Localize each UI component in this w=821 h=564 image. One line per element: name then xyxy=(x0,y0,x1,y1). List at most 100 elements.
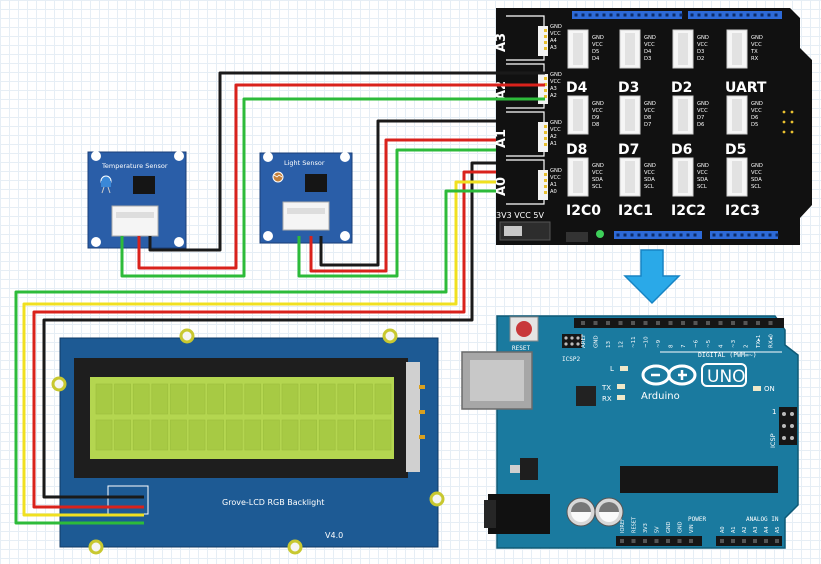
pin-label: SCL xyxy=(644,184,654,190)
pin-label: GND xyxy=(550,120,562,126)
photoresistor-icon xyxy=(272,171,284,183)
digital-pin-11: ~11 xyxy=(631,336,637,348)
pin-label: GND xyxy=(550,168,562,174)
pin-label: D4 xyxy=(592,56,600,62)
wire-temp-black xyxy=(148,71,545,252)
pin-label: SCL xyxy=(697,184,707,190)
port-label: I2C0 xyxy=(566,203,601,219)
temp-sensor-chip xyxy=(133,176,155,194)
pin-label: SDA xyxy=(592,177,603,183)
pin-label: GND xyxy=(592,163,604,169)
pin-label: SCL xyxy=(751,184,761,190)
pin-label: A1 xyxy=(550,141,557,147)
pin-label: VCC xyxy=(751,108,762,114)
pin-label: GND xyxy=(550,72,562,78)
pin-label: GND xyxy=(697,101,709,107)
power-pin-5v: 5V xyxy=(655,526,661,533)
led-tx-label: TX xyxy=(601,384,611,392)
pin-label: VCC xyxy=(644,170,655,176)
pin-label: GND xyxy=(644,163,656,169)
wire-lcd-green xyxy=(14,189,496,525)
pin-label: D2 xyxy=(697,56,704,62)
digital-pin-9: ~9 xyxy=(656,339,662,348)
atmega-chip xyxy=(620,466,778,493)
pin-label: VCC xyxy=(550,79,561,85)
port-label: D7 xyxy=(618,142,639,158)
analog-pin-a2: A2 xyxy=(742,526,748,533)
shield-top-header-left xyxy=(572,11,682,19)
power-led xyxy=(596,230,604,238)
voltage-label: 3V3 VCC 5V xyxy=(496,211,544,220)
port-label: D8 xyxy=(566,142,587,158)
wire-lcd-yellow xyxy=(22,180,496,517)
digital-pin-10: ~10 xyxy=(644,336,650,348)
power-pin-gnd: GND xyxy=(666,521,672,533)
pin-label: D9 xyxy=(592,115,599,121)
reset-label: RESET xyxy=(512,345,530,352)
analog-header xyxy=(716,536,782,546)
digital-pin-5: ~5 xyxy=(706,339,712,348)
digital-pin-7: 7 xyxy=(681,344,687,348)
power-pin-reset: RESET xyxy=(632,516,638,533)
wire-lcd-black xyxy=(42,161,496,499)
pin-label: VCC xyxy=(550,175,561,181)
pin-label: D7 xyxy=(644,122,651,128)
analog-pin-a4: A4 xyxy=(764,526,770,533)
down-arrow-icon xyxy=(623,249,681,305)
pin-label: D6 xyxy=(751,115,758,121)
analog-label: ANALOG IN xyxy=(746,516,779,523)
lcd-version: V4.0 xyxy=(325,531,343,540)
port-label: A3 xyxy=(494,33,509,52)
pin-label: GND xyxy=(697,163,709,169)
icsp2-label: ICSP2 xyxy=(562,356,580,363)
mounting-holes xyxy=(51,328,445,555)
shield-bottom-header-right xyxy=(710,231,778,239)
led-rx-label: RX xyxy=(602,395,612,403)
analog-pin-a0: A0 xyxy=(720,526,726,533)
pin-label: GND xyxy=(644,35,656,41)
pin-label: D3 xyxy=(697,49,704,55)
pin-label: A2 xyxy=(550,134,557,140)
temperature-sensor-title: Temperature Sensor xyxy=(101,162,168,170)
digital-pin-tx-1: TX▸1 xyxy=(756,335,762,349)
shield-bottom-header-left xyxy=(614,231,702,239)
pin-label: SDA xyxy=(644,177,655,183)
wire-light-black xyxy=(319,119,496,267)
light-sensor-module: Light Sensor xyxy=(259,152,353,244)
pin-label: A3 xyxy=(550,45,557,51)
analog-pin-a1: A1 xyxy=(731,526,737,533)
grove-base-shield: A3GNDVCCA4A3A2GNDVCCA3A2A1GNDVCCA2A1A0GN… xyxy=(494,8,812,245)
power-pin-vin: VIN xyxy=(689,524,695,533)
pin-label: VCC xyxy=(644,42,655,48)
port-label: D2 xyxy=(671,80,692,96)
digital-pin-aref: AREF xyxy=(581,334,587,348)
temp-sensor-connector xyxy=(111,205,159,237)
pin-label: VCC xyxy=(751,170,762,176)
pin-label: RX xyxy=(751,56,759,62)
digital-pin-6: ~6 xyxy=(694,339,700,348)
port-label: UART xyxy=(725,80,767,96)
capacitors xyxy=(566,497,624,527)
power-jack xyxy=(488,494,550,534)
wire-light-red xyxy=(309,138,496,273)
pin-label: SDA xyxy=(697,177,708,183)
pin-label: D7 xyxy=(697,115,704,121)
